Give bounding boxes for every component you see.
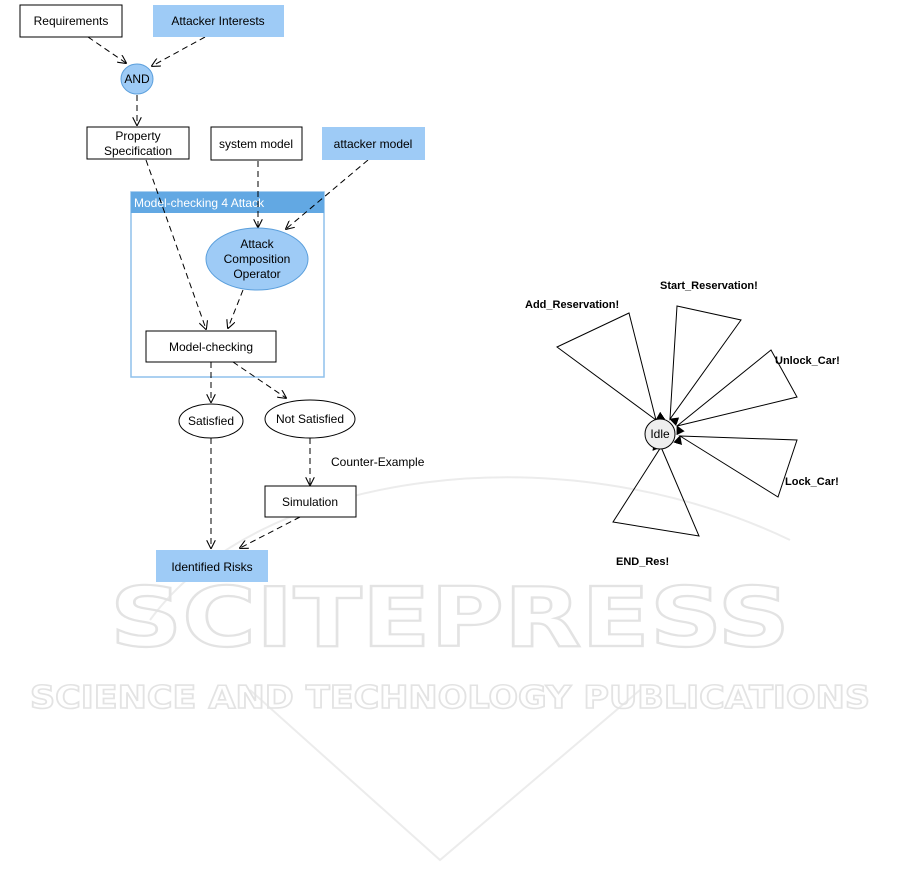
loop-add-reservation xyxy=(556,312,656,420)
watermark-title: SCITEPRESS xyxy=(110,571,790,666)
attacker-model-node[interactable] xyxy=(322,127,425,160)
satisfied-node[interactable] xyxy=(178,403,244,439)
identified-risks-label: Identified Risks xyxy=(171,560,252,574)
transition-label-start-reservation: Start_Reservation! xyxy=(660,280,758,292)
simulation-node[interactable] xyxy=(264,485,357,518)
edge-attacker-attackop xyxy=(286,159,369,229)
loop-start-reservation xyxy=(670,305,742,419)
property-spec-label-1: Property xyxy=(115,129,160,143)
not-satisfied-node[interactable] xyxy=(264,399,356,439)
container-header xyxy=(131,192,324,213)
loop-end-res xyxy=(612,447,700,537)
transition-label-end-res: END_Res! xyxy=(616,556,669,568)
watermark-subtitle: SCIENCE AND TECHNOLOGY PUBLICATIONS xyxy=(30,680,870,716)
loop-lock-car xyxy=(680,436,798,498)
edge-property-modelcheck xyxy=(145,159,206,329)
property-spec-node[interactable] xyxy=(86,126,190,160)
transition-label-unlock-car: Unlock_Car! xyxy=(775,355,840,367)
attacker-model-label: attacker model xyxy=(334,137,413,151)
watermark: SCITEPRESS SCIENCE AND TECHNOLOGY PUBLIC… xyxy=(29,476,871,862)
transition-label-add-reservation: Add_Reservation! xyxy=(525,299,619,311)
model-checking-node[interactable] xyxy=(145,330,277,363)
requirements-label: Requirements xyxy=(34,14,109,28)
identified-risks-node[interactable] xyxy=(156,550,268,582)
counter-example-label: Counter-Example xyxy=(331,455,425,469)
attack-operator-node[interactable] xyxy=(205,227,309,291)
edge-modelcheck-notsatisfied xyxy=(232,361,286,398)
and-gate-node[interactable] xyxy=(120,63,154,95)
idle-state[interactable] xyxy=(644,418,676,450)
edge-attackop-modelcheck xyxy=(228,289,244,328)
attacker-interests-node[interactable] xyxy=(153,5,284,37)
simulation-label: Simulation xyxy=(282,495,338,509)
attack-operator-label-3: Operator xyxy=(233,267,280,281)
attack-flowchart: Model-checking 4 Attack Requirements Att… xyxy=(19,4,425,582)
model-checking-label: Model-checking xyxy=(169,340,253,354)
requirements-node[interactable] xyxy=(19,4,123,38)
attack-operator-label-1: Attack xyxy=(240,237,274,251)
attack-operator-label-2: Composition xyxy=(224,252,291,266)
not-satisfied-label: Not Satisfied xyxy=(276,412,344,426)
container-title: Model-checking 4 Attack xyxy=(134,196,265,210)
edge-requirements-and xyxy=(87,36,126,63)
property-spec-label-2: Specification xyxy=(104,144,172,158)
edge-interests-and xyxy=(152,36,206,66)
system-model-node[interactable] xyxy=(210,126,303,161)
satisfied-label: Satisfied xyxy=(188,414,234,428)
loop-unlock-car xyxy=(677,349,798,426)
attacker-interests-label: Attacker Interests xyxy=(171,14,264,28)
system-model-label: system model xyxy=(219,137,293,151)
and-gate-label: AND xyxy=(124,72,150,86)
edge-simulation-risks xyxy=(240,516,301,548)
reservation-automaton: Idle Add_Reservation! Start_Reservation!… xyxy=(525,280,840,568)
idle-state-label: Idle xyxy=(650,427,670,441)
watermark-chevron xyxy=(249,689,641,862)
transition-label-lock-car: Lock_Car! xyxy=(785,476,839,488)
